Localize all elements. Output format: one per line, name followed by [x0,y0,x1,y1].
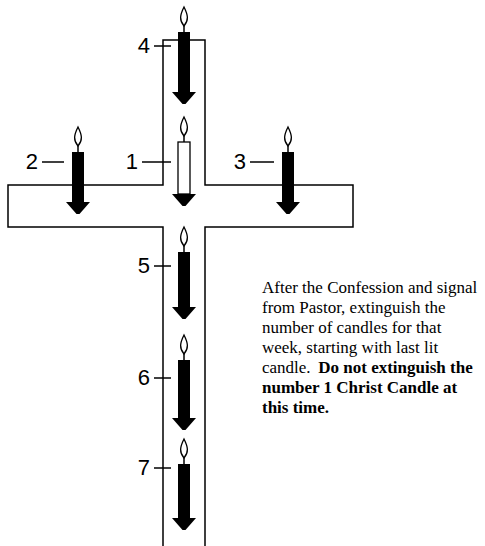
callout-number: 1 [126,151,138,173]
candle [172,439,196,530]
candle [276,127,300,214]
candle [172,7,196,104]
callout-number: 7 [138,457,150,479]
candle [172,335,196,430]
callout-number: 3 [234,151,246,173]
callout-number: 5 [138,255,150,277]
instruction-note: After the Confession and signal from Pas… [262,278,482,418]
callout-number: 6 [138,367,150,389]
candle [172,227,196,319]
candle [66,127,90,214]
callout-number: 4 [138,35,150,57]
callout-number: 2 [26,151,38,173]
christ-candle [172,117,196,206]
leader-lines [42,46,274,468]
